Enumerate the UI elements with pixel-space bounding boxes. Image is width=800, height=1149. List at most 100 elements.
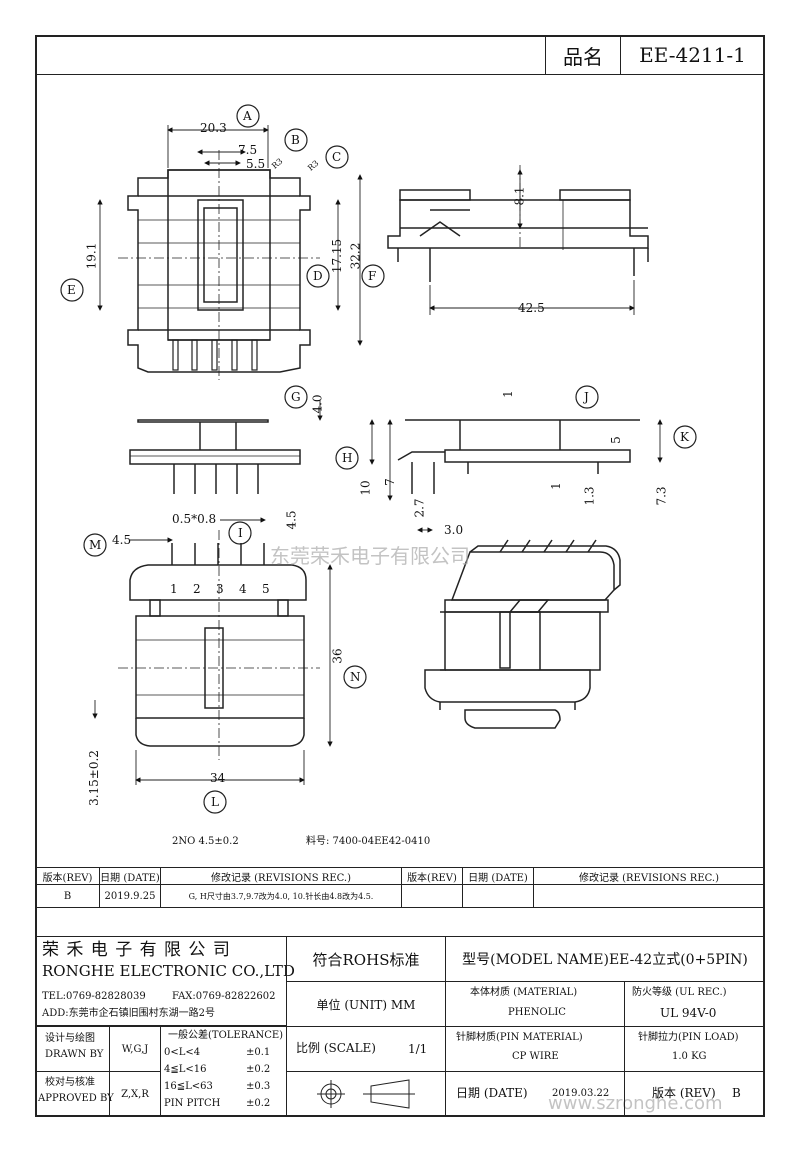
dim-u: 4.5: [112, 533, 132, 547]
drawn-value: W,G,J: [109, 1026, 161, 1072]
rev-h6: 修改记录 (REVISIONS REC.): [533, 867, 765, 885]
projection-box: [286, 1071, 446, 1117]
rev-h2: 日期 (DATE): [99, 867, 161, 885]
pin-load-value: 1.0 KG: [672, 1051, 707, 1062]
callout-m: M: [89, 538, 102, 552]
callout-b: B: [291, 133, 300, 147]
note-pin-length: 2NO 4.5±0.2: [172, 836, 239, 847]
callout-g: G: [291, 390, 301, 404]
dim-l: 7: [382, 478, 397, 486]
tolerance-value-1: ±0.1: [246, 1047, 271, 1058]
rev-row-date: 2019.9.25: [99, 884, 161, 908]
company-cn: 荣 禾 电 子 有 限 公 司: [42, 940, 231, 960]
pin-1: 1: [170, 582, 178, 596]
model-name: 型号(MODEL NAME)EE-42立式(0+5PIN): [445, 936, 765, 982]
company-fax: FAX:0769-82822602: [172, 991, 276, 1002]
rev-h5: 日期 (DATE): [462, 867, 534, 885]
approved-value: Z,X,R: [109, 1071, 161, 1117]
callout-e: E: [67, 283, 76, 297]
pin-5: 5: [262, 582, 270, 596]
material-label: 本体材质 (MATERIAL): [470, 987, 578, 998]
company-tel: TEL:0769-82828039: [42, 991, 146, 1002]
pin-load-label: 针脚拉力(PIN LOAD): [638, 1032, 739, 1043]
rev-row-rev: B: [35, 884, 100, 908]
note-part-number: 料号: 7400-04EE42-0410: [306, 836, 431, 847]
callout-f: F: [368, 269, 377, 283]
date-value: 2019.03.22: [552, 1088, 610, 1099]
dim-a: 20.3: [200, 121, 227, 135]
dim-w: 34: [210, 771, 226, 785]
company-en: RONGHE ELECTRONIC CO.,LTD: [42, 962, 295, 980]
version-box: [624, 1071, 765, 1117]
approved-label: 校对与核准: [45, 1077, 95, 1088]
callout-d: D: [313, 269, 323, 283]
dim-n: 5: [608, 436, 623, 444]
rev-row-rev-2: [401, 884, 463, 908]
callout-i: I: [238, 526, 243, 540]
dim-i: 4.0: [310, 394, 325, 414]
pin-2: 2: [193, 582, 201, 596]
pin-3: 3: [216, 582, 224, 596]
dim-o: 1: [548, 482, 563, 490]
dim-c: 5.5: [246, 157, 266, 171]
callout-l: L: [211, 795, 219, 809]
dim-s: 4.5: [284, 510, 299, 530]
rev-row-date-2: [462, 884, 534, 908]
rev-spacer: [35, 907, 765, 937]
drawn-label: 设计与绘图: [45, 1033, 95, 1044]
dim-k: 10: [358, 480, 373, 496]
tolerance-range-1: 0<L<4: [164, 1047, 201, 1058]
version-label: 版本 (REV): [652, 1086, 716, 1100]
pin-4: 4: [239, 582, 247, 596]
callout-n: N: [350, 670, 361, 684]
rev-h4: 版本(REV): [401, 867, 463, 885]
callout-c: C: [332, 150, 342, 164]
tolerance-range-3: 16≦L<63: [164, 1081, 213, 1092]
ul-value: UL 94V-0: [660, 1006, 717, 1020]
dim-h: 42.5: [518, 301, 545, 315]
dim-j: 1: [500, 390, 515, 398]
pin-material-value: CP WIRE: [512, 1051, 559, 1062]
dim-r: 0.5*0.8: [172, 512, 217, 526]
rev-row-change: G, H尺寸由3.7,9.7改为4.0, 10.针长由4.8改为4.5.: [160, 884, 402, 908]
dim-b: 7.5: [238, 143, 258, 157]
technical-drawing: [60, 104, 697, 814]
rev-h3: 修改记录 (REVISIONS REC.): [160, 867, 402, 885]
ul-label: 防火等级 (UL REC.): [632, 987, 727, 998]
dim-t: 3.0: [444, 523, 464, 537]
drawn-label-en: DRAWN BY: [45, 1049, 104, 1060]
date-label: 日期 (DATE): [456, 1086, 528, 1100]
rev-h1: 版本(REV): [35, 867, 100, 885]
dim-q: 7.3: [654, 486, 669, 506]
callout-j: J: [584, 390, 589, 404]
rohs-label: 符合ROHS标准: [286, 936, 446, 982]
company-address: ADD:东莞市企石镇旧围村东湖一路2号: [42, 1008, 215, 1019]
dim-p: 1.3: [582, 486, 597, 506]
dim-x: 3.15±0.2: [86, 750, 101, 806]
scale-value: 1/1: [408, 1042, 428, 1056]
tolerance-range-4: PIN PITCH: [164, 1098, 221, 1109]
dim-d: 8.1: [512, 186, 527, 206]
callout-h: H: [342, 451, 353, 465]
unit-label: 单位 (UNIT) MM: [286, 981, 446, 1027]
projection-symbol-icon: [317, 1079, 415, 1109]
dim-m: 2.7: [412, 498, 427, 518]
version-value: B: [732, 1086, 741, 1100]
rev-row-change-2: [533, 884, 765, 908]
dim-e: 19.1: [84, 242, 99, 270]
material-value: PHENOLIC: [508, 1007, 566, 1018]
dim-f: 17.15: [330, 238, 345, 274]
scale-label: 比例 (SCALE): [296, 1041, 376, 1055]
approved-label-en: APPROVED BY: [38, 1093, 114, 1104]
dim-g: 32.2: [348, 242, 363, 270]
watermark-url: www.szronghe.com: [548, 1093, 723, 1114]
watermark-company: 东莞荣禾电子有限公司: [270, 544, 470, 568]
tolerance-value-2: ±0.2: [246, 1064, 271, 1075]
pin-material-label: 针脚材质(PIN MATERIAL): [456, 1032, 583, 1043]
tolerance-label: 一般公差(TOLERANCE): [168, 1030, 284, 1041]
dim-v: 36: [330, 648, 345, 664]
callout-a: A: [243, 109, 252, 123]
tolerance-value-3: ±0.3: [246, 1081, 271, 1092]
tolerance-range-2: 4≦L<16: [164, 1064, 207, 1075]
header-underline: [35, 74, 765, 75]
